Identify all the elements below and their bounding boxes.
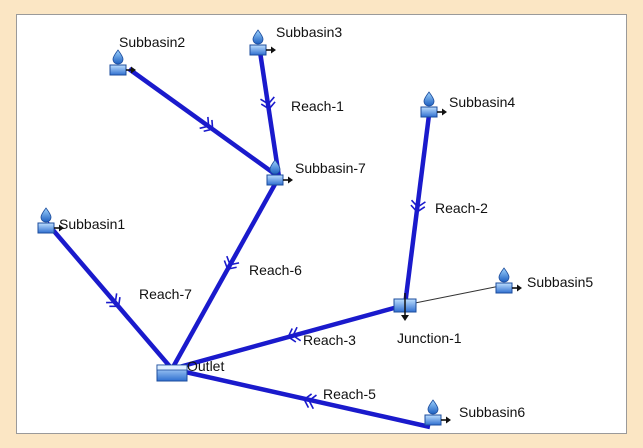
subbasin2-direction-marker: [199, 116, 214, 133]
node-label-subbasin5: Subbasin5: [527, 274, 593, 290]
subbasin-icon[interactable]: [420, 91, 448, 118]
reach-5-line[interactable]: [171, 366, 431, 430]
sink-icon[interactable]: [156, 364, 188, 382]
node-label-subbasin7: Subbasin-7: [295, 160, 366, 176]
reach-label-2: Reach-2: [435, 200, 488, 216]
node-label-subbasin3: Subbasin3: [276, 24, 342, 40]
subbasin-icon[interactable]: [495, 267, 523, 294]
reach-2-direction-marker: [410, 199, 426, 213]
reach-6-line[interactable]: [170, 175, 281, 371]
node-label-outlet: Outlet: [187, 358, 224, 374]
node-label-subbasin4: Subbasin4: [449, 94, 515, 110]
basin-diagram: Subbasin3 Subbasin2 Subbasin4 Subbasin-7…: [37, 24, 593, 430]
basin-model-canvas: Subbasin3 Subbasin2 Subbasin4 Subbasin-7…: [16, 14, 627, 434]
subbasin5-link-line[interactable]: [404, 284, 506, 306]
reach-3-direction-marker: [287, 326, 302, 343]
subbasin-icon[interactable]: [249, 29, 277, 56]
reach-label-3: Reach-3: [303, 332, 356, 348]
reach-7-line[interactable]: [45, 221, 174, 371]
node-label-subbasin1: Subbasin1: [59, 216, 125, 232]
node-label-subbasin6: Subbasin6: [459, 404, 525, 420]
subbasin-icon[interactable]: [424, 399, 452, 426]
reach-label-5: Reach-5: [323, 386, 376, 402]
reach-5-direction-marker: [303, 393, 317, 410]
node-label-junction1: Junction-1: [397, 330, 462, 346]
subbasin2-link-line[interactable]: [127, 67, 281, 179]
reach-label-6: Reach-6: [249, 262, 302, 278]
reach-7-direction-marker: [106, 293, 121, 308]
reach-label-7: Reach-7: [139, 286, 192, 302]
reach-1-line[interactable]: [256, 44, 282, 178]
reach-label-1: Reach-1: [291, 98, 344, 114]
subbasin-icon[interactable]: [109, 49, 137, 76]
reach-1-direction-marker: [260, 96, 276, 110]
reach-6-direction-marker: [223, 255, 240, 271]
junction-icon[interactable]: [393, 293, 417, 321]
node-label-subbasin2: Subbasin2: [119, 34, 185, 50]
